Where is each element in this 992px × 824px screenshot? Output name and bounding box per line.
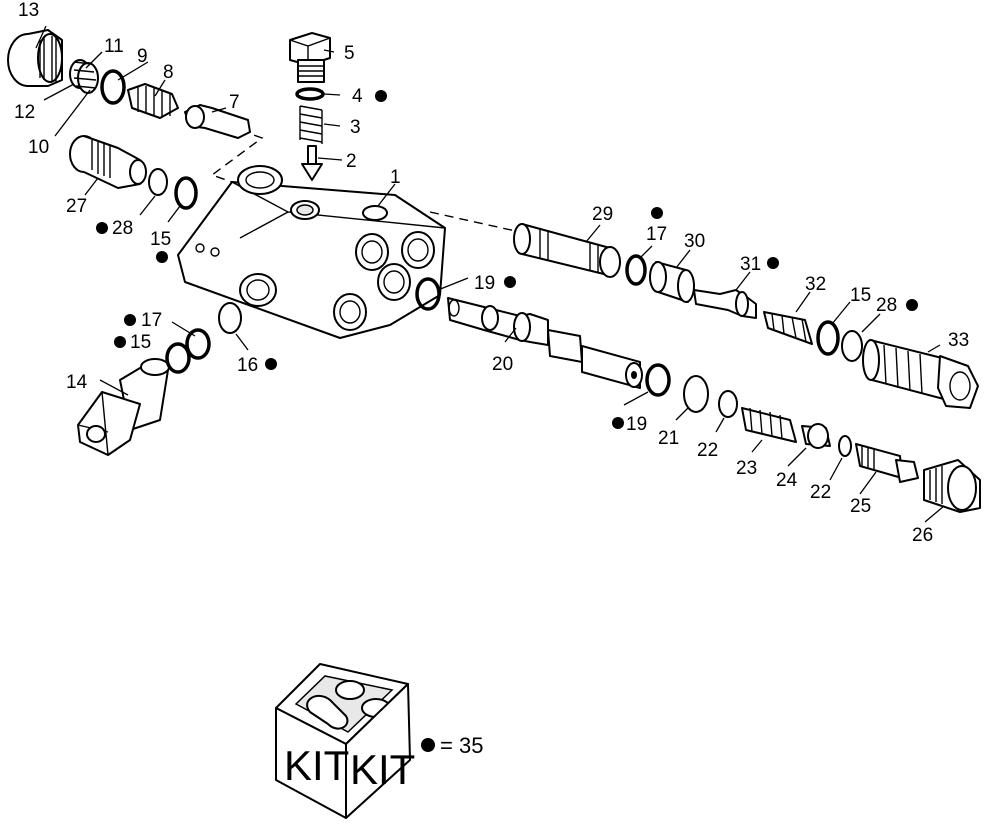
kit-word-right: KIT <box>350 746 415 793</box>
part-7-piston <box>184 104 251 139</box>
label-19-upper: 19 <box>474 273 495 294</box>
label-11: 11 <box>104 36 124 57</box>
label-32: 32 <box>805 274 826 295</box>
part-23-spring <box>741 407 797 443</box>
valve-body <box>177 165 446 339</box>
label-17-left: 17 <box>141 310 162 331</box>
label-17-right: 17 <box>646 224 667 245</box>
part-17-oring-bottom <box>185 328 211 360</box>
label-22-left: 22 <box>697 440 718 461</box>
part-30-cup <box>649 261 695 303</box>
label-13: 13 <box>18 0 39 21</box>
part-33-cap <box>862 339 979 409</box>
label-22-right: 22 <box>810 482 831 503</box>
part-32-cone <box>763 311 813 345</box>
part-13-cap <box>7 29 63 87</box>
part-5-plug <box>289 32 331 83</box>
label-21: 21 <box>658 428 679 449</box>
part-9-oring <box>100 69 126 105</box>
part-24-retainer <box>801 423 831 449</box>
part-14-fitting <box>77 358 170 456</box>
part-4-oring <box>295 87 325 101</box>
part-16-washer <box>218 302 242 334</box>
label-25: 25 <box>850 496 871 517</box>
part-number-labels: 13 11 9 8 7 12 10 5 4 3 2 1 27 28 15 17 … <box>14 0 969 546</box>
kit-legend-text: = 35 <box>440 733 483 758</box>
label-10: 10 <box>28 137 49 158</box>
part-27-fitting <box>69 135 147 189</box>
kit-legend-bullet <box>421 738 435 752</box>
kit-word-left: KIT <box>284 742 349 789</box>
label-20: 20 <box>492 354 513 375</box>
leader-lines <box>35 25 945 523</box>
part-31-stem <box>693 289 757 319</box>
label-28-left: 28 <box>112 218 133 239</box>
part-29-sleeve <box>513 223 621 278</box>
part-17-oring-right <box>625 254 647 286</box>
part-8-spring <box>127 83 179 119</box>
part-26-plug <box>923 459 981 513</box>
label-12: 12 <box>14 102 35 123</box>
label-26: 26 <box>912 525 933 546</box>
part-19-oring-lower <box>645 363 671 397</box>
label-5: 5 <box>344 43 355 64</box>
part-15-oring-bottom <box>165 342 191 374</box>
label-4: 4 <box>352 86 363 107</box>
part-3-spring <box>299 105 323 144</box>
part-15-oring-right <box>816 320 840 356</box>
part-15-oring-left <box>174 176 198 210</box>
label-15-right: 15 <box>850 285 871 306</box>
label-15-left: 15 <box>150 229 171 250</box>
axis-line-right <box>429 211 521 233</box>
label-3: 3 <box>350 117 361 138</box>
label-15-bottom: 15 <box>130 332 151 353</box>
label-1: 1 <box>390 167 401 188</box>
label-28-right: 28 <box>876 295 897 316</box>
label-29: 29 <box>592 204 613 225</box>
kit-box-illustration: KIT KIT <box>275 663 415 819</box>
label-23: 23 <box>736 458 757 479</box>
label-9: 9 <box>137 46 148 67</box>
label-14: 14 <box>66 372 88 393</box>
label-8: 8 <box>163 62 174 83</box>
kit-bullets <box>96 90 918 429</box>
label-30: 30 <box>684 231 705 252</box>
label-7: 7 <box>229 92 240 113</box>
part-28-washer-right <box>841 330 863 362</box>
part-19-oring-upper <box>415 277 441 311</box>
axis-line-upper <box>210 129 264 183</box>
part-20-spool <box>447 297 643 389</box>
label-24: 24 <box>776 470 798 491</box>
part-21-seat <box>683 375 709 413</box>
label-27: 27 <box>66 196 87 217</box>
part-22-washer-left <box>718 390 738 418</box>
part-2-poppet <box>301 145 323 181</box>
part-22-washer-right <box>838 435 852 457</box>
part-25-bolt <box>855 443 919 483</box>
part-28-washer-left <box>148 168 168 196</box>
part-10-spring <box>73 61 97 89</box>
label-2: 2 <box>346 151 357 172</box>
label-16: 16 <box>237 355 258 376</box>
label-31: 31 <box>740 254 761 275</box>
label-19-lower: 19 <box>626 414 647 435</box>
label-33: 33 <box>948 330 969 351</box>
